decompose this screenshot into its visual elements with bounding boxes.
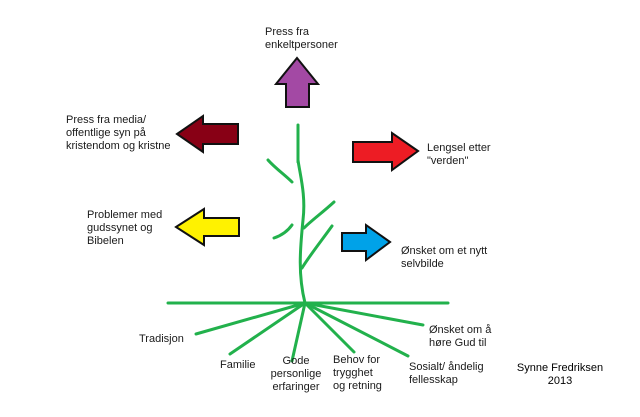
- plant-left-branch-bottom: [272, 223, 294, 240]
- label-longing-world: Lengsel etter "verden": [427, 142, 491, 167]
- arrow-right-blue: [341, 223, 392, 262]
- arrow-left-darkred: [175, 114, 239, 154]
- root-4: [303, 301, 356, 354]
- plant: [166, 123, 450, 363]
- label-root-fellowship: Sosialt/ åndelig fellesskap: [409, 361, 484, 386]
- plant-right-branch-bottom: [300, 224, 334, 270]
- root-1: [194, 301, 307, 336]
- arrow-right-red: [352, 131, 420, 172]
- root-2: [228, 301, 307, 356]
- label-root-experiences: Gode personlige erfaringer: [270, 355, 322, 393]
- author-credit: Synne Fredriksen 2013: [505, 362, 615, 388]
- label-press-individuals: Press fra enkeltpersoner: [265, 26, 338, 51]
- label-press-media: Press fra media/ offentlige syn på krist…: [66, 114, 171, 152]
- label-problems-godview: Problemer med gudssynet og Bibelen: [87, 209, 163, 247]
- author-name: Synne Fredriksen: [516, 362, 604, 374]
- author-year: 2013: [547, 375, 573, 387]
- label-root-security: Behov for trygghet og retning: [333, 354, 382, 392]
- arrow-left-yellow: [174, 207, 240, 247]
- label-root-tradition: Tradisjon: [139, 333, 184, 345]
- plant-stem: [296, 158, 307, 305]
- label-root-belong: Ønsket om å høre Gud til: [429, 324, 492, 349]
- root-3: [290, 301, 307, 363]
- root-5: [303, 301, 410, 358]
- arrow-up-purple: [273, 56, 321, 108]
- label-root-family: Familie: [220, 359, 256, 371]
- label-new-selfimage: Ønsket om et nytt selvbilde: [401, 245, 488, 270]
- root-6: [303, 301, 425, 327]
- plant-right-branch-top: [302, 200, 336, 230]
- plant-left-branch-top: [266, 158, 294, 184]
